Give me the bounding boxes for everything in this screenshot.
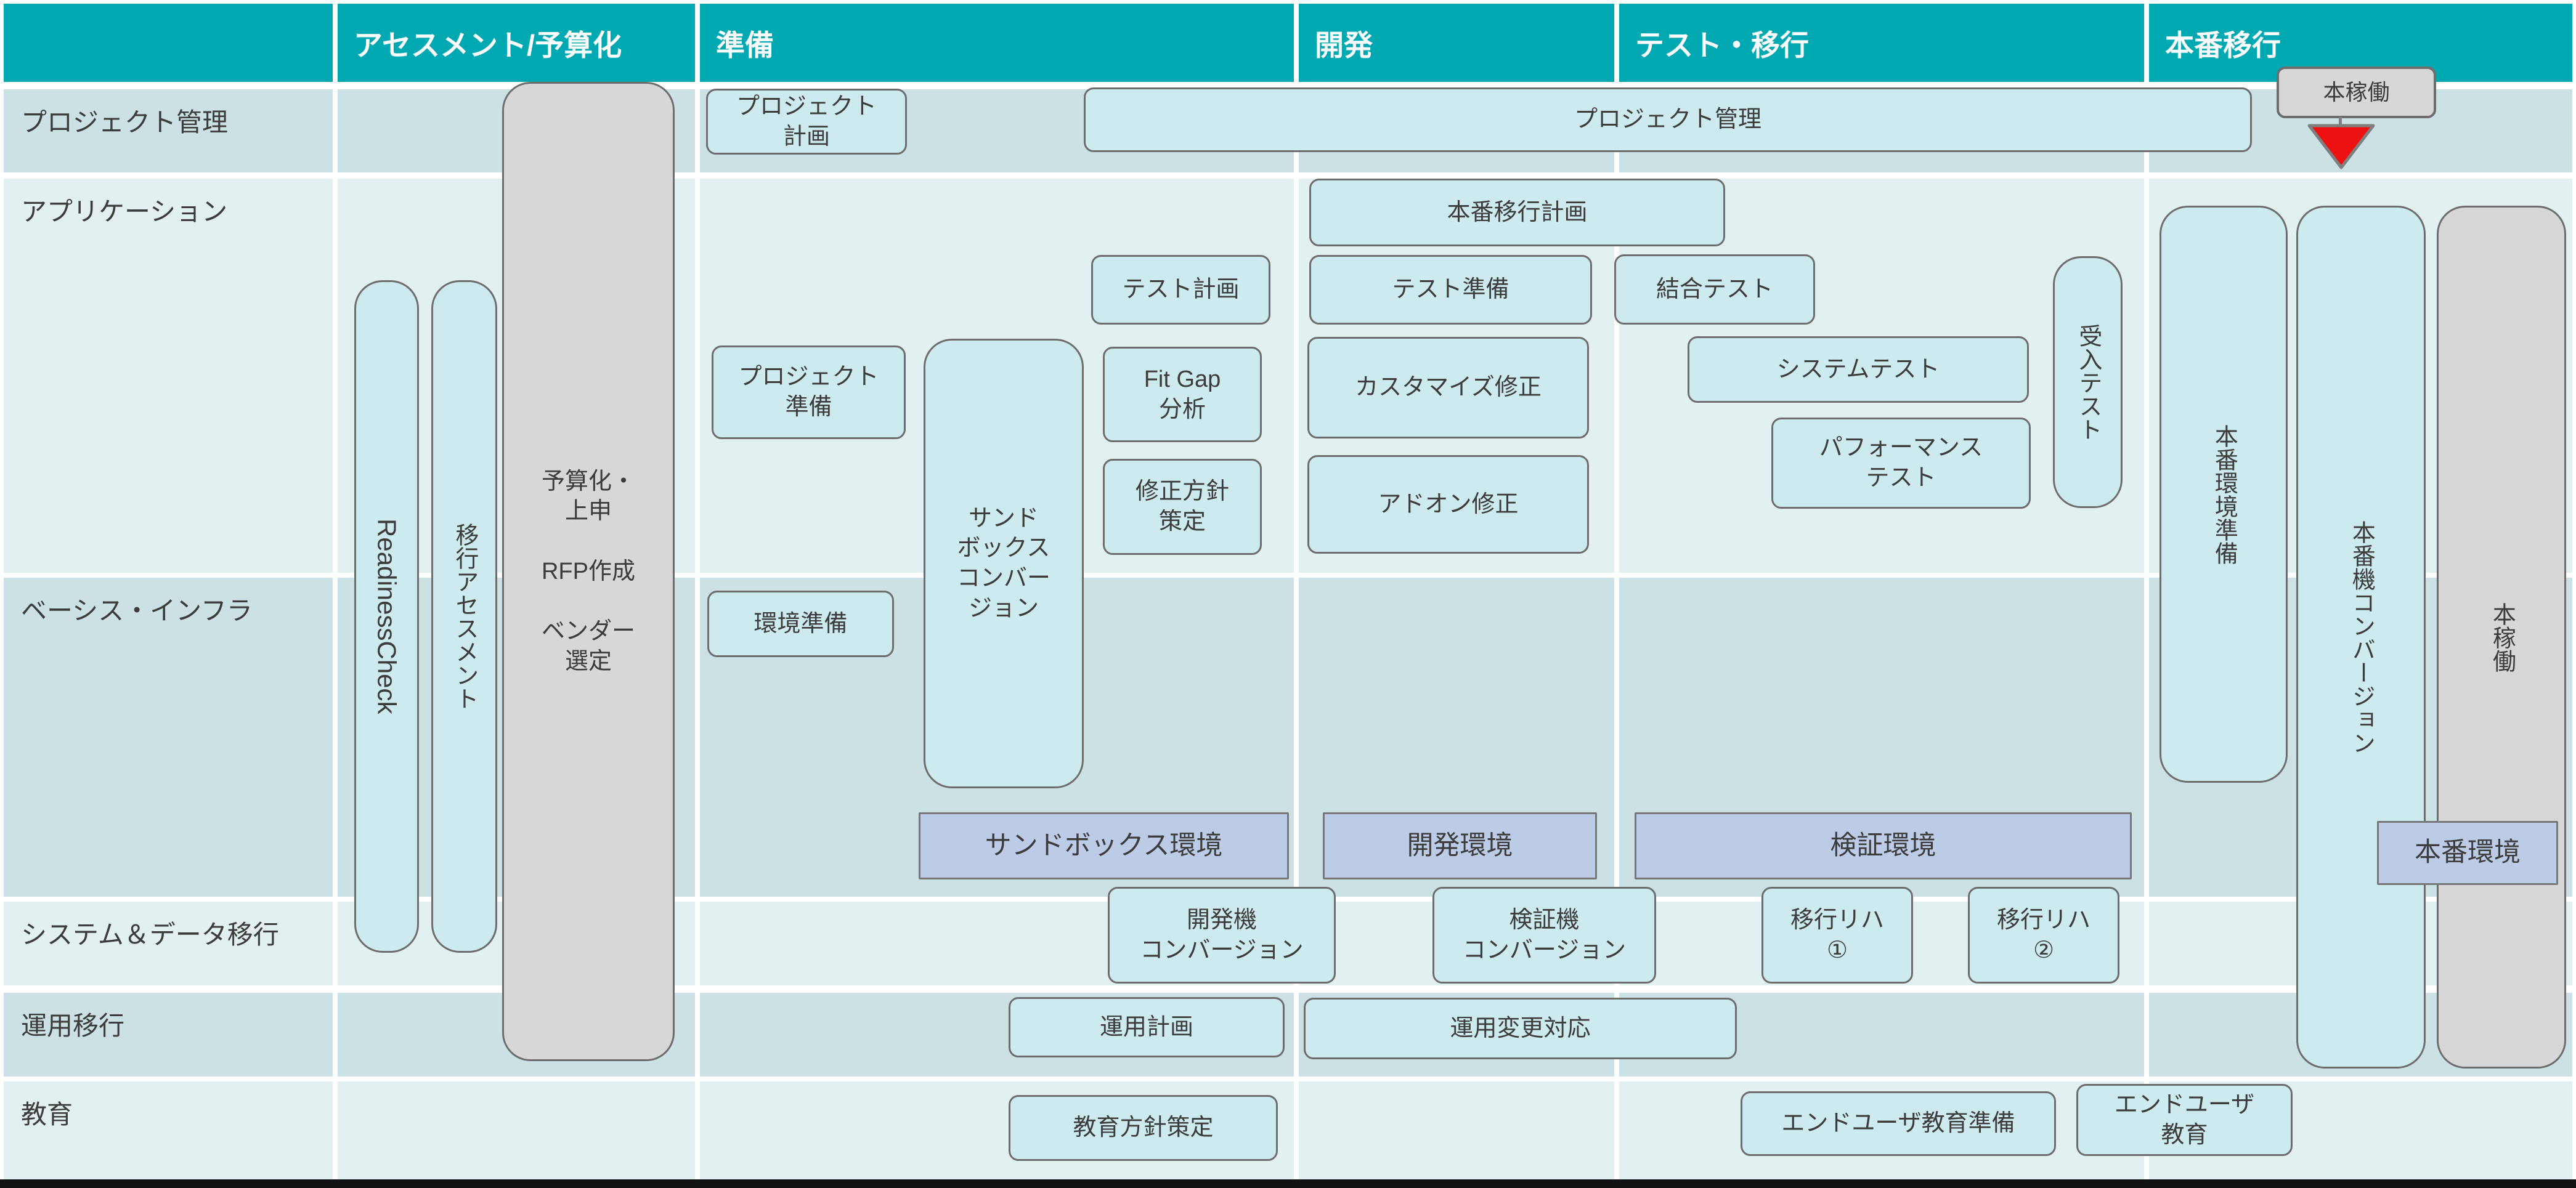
cutover-plan-box: 本番移行計画 (1309, 179, 1725, 246)
phase-header-3: 開発 (1299, 4, 1614, 82)
column-gap-3 (1294, 86, 1299, 1179)
bottom-border (0, 1179, 2576, 1188)
go-live-tall-box: 本稼働 (2437, 206, 2566, 1069)
dev-machine-conversion-box: 開発機 コンバージョン (1108, 887, 1336, 984)
budgeting-box: 予算化・ 上申 RFP作成 ベンダー 選定 (502, 82, 675, 1061)
go-live-milestone-triangle-icon (2307, 124, 2375, 169)
column-gap-5 (2144, 86, 2149, 1179)
env-prep-box: 環境準備 (707, 591, 894, 657)
row-label-5: 運用移行 (21, 1011, 125, 1040)
row-label-2: アプリケーション (21, 197, 228, 226)
training-policy-box: 教育方針策定 (1009, 1095, 1278, 1161)
column-gap-1 (333, 86, 338, 1179)
header-corner (4, 4, 333, 82)
project-plan-box: プロジェクト 計画 (706, 89, 907, 155)
phase-header-4: テスト・移行 (1619, 4, 2144, 82)
test-plan-box: テスト計画 (1091, 255, 1270, 325)
verify-machine-conversion-box: 検証機 コンバージョン (1432, 887, 1656, 984)
dev-env-box: 開発環境 (1323, 812, 1597, 879)
column-gap-4 (1614, 86, 1619, 1179)
row-label-3: ベーシス・インフラ (21, 596, 253, 625)
migration-rehearsal-1-box: 移行リハ ① (1761, 887, 1913, 984)
customize-fix-box: カスタマイズ修正 (1307, 337, 1589, 438)
go-live-label-box: 本稼働 (2277, 67, 2436, 118)
ops-change-box: 運用変更対応 (1304, 998, 1737, 1059)
column-gap-2 (695, 86, 700, 1179)
enduser-training-box: エンドユーザ 教育 (2076, 1084, 2293, 1156)
readiness-check-box: ReadinessCheck (354, 280, 419, 953)
verify-env-box: 検証環境 (1635, 812, 2132, 879)
ops-plan-box: 運用計画 (1009, 997, 1285, 1057)
fix-policy-box: 修正方針 策定 (1103, 459, 1262, 555)
phase-header-1: アセスメント/予算化 (338, 4, 695, 82)
row-label-1: プロジェクト管理 (21, 108, 229, 137)
migration-rehearsal-2-box: 移行リハ ② (1968, 887, 2119, 984)
go-live-triangle (2307, 124, 2375, 169)
row-label-6: 教育 (21, 1100, 73, 1129)
system-test-box: システムテスト (1688, 336, 2029, 403)
go-live-connector (2339, 117, 2342, 127)
row-band-5 (4, 993, 2572, 1077)
sandbox-env-box: サンドボックス環境 (919, 812, 1289, 879)
acceptance-test-box: 受入テスト (2053, 256, 2123, 508)
integration-test-box: 結合テスト (1614, 254, 1815, 325)
prod-env-box: 本番環境 (2377, 821, 2558, 885)
prod-machine-conversion-box: 本番機コンバージョン (2296, 206, 2426, 1069)
row-label-4: システム＆データ移行 (21, 920, 279, 949)
test-prep-box: テスト準備 (1309, 255, 1592, 325)
performance-test-box: パフォーマンス テスト (1771, 418, 2031, 509)
phase-header-2: 準備 (700, 4, 1294, 82)
project-management-bar-box: プロジェクト管理 (1084, 87, 2252, 152)
prod-env-prep-box: 本番環境準備 (2160, 206, 2288, 783)
migration-assessment-box: 移行アセスメント (431, 280, 497, 953)
addon-fix-box: アドオン修正 (1307, 455, 1589, 554)
project-prep-box: プロジェクト 準備 (712, 345, 906, 439)
sandbox-conversion-box: サンド ボックス コンバー ジョン (924, 339, 1084, 788)
enduser-training-prep-box: エンドユーザ教育準備 (1741, 1091, 2056, 1156)
fit-gap-analysis-box: Fit Gap 分析 (1103, 347, 1262, 442)
